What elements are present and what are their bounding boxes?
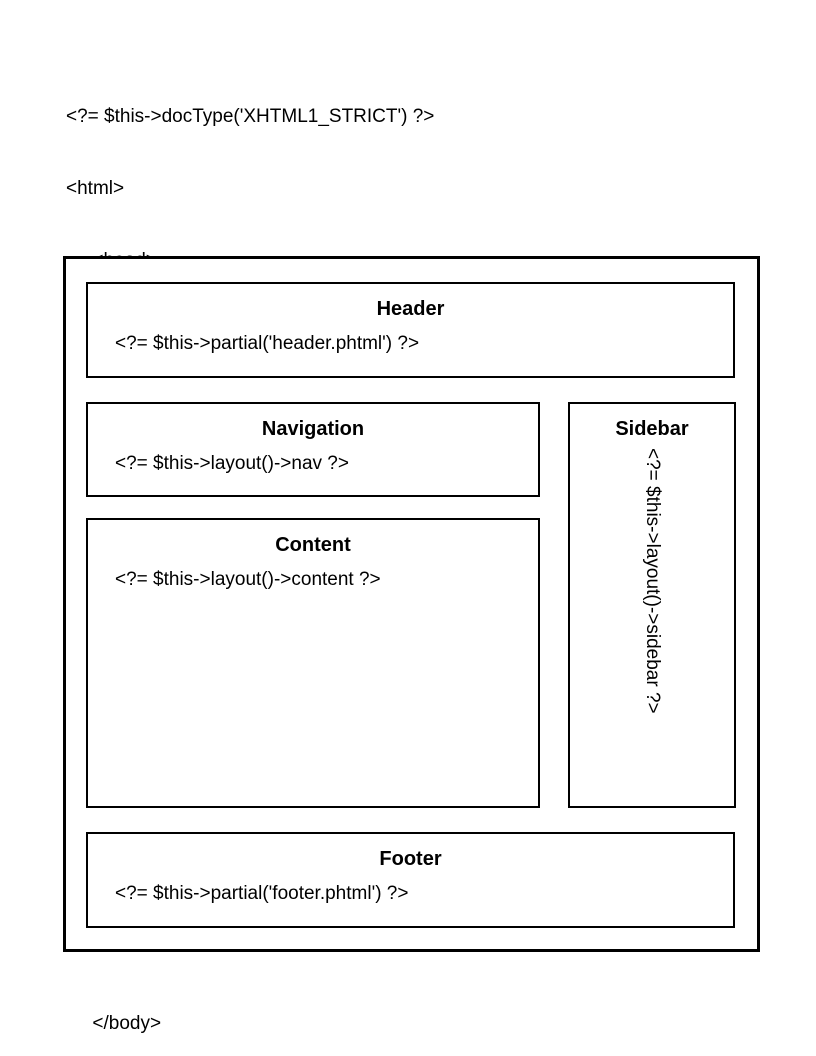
navigation-box-title: Navigation (261, 418, 365, 440)
sidebar-box-code: <?= $this->layout()->sidebar ?> (642, 448, 663, 714)
footer-box-code: <?= $this->partial('footer.phtml') ?> (115, 883, 409, 904)
body-layout-box: Header <?= $this->partial('header.phtml'… (63, 256, 760, 952)
footer-box-title: Footer (379, 848, 442, 870)
navigation-box-code: <?= $this->layout()->nav ?> (115, 453, 349, 474)
header-box: Header <?= $this->partial('header.phtml'… (86, 282, 735, 378)
sidebar-box-title: Sidebar (615, 418, 689, 440)
content-box-code: <?= $this->layout()->content ?> (115, 569, 381, 590)
navigation-box: Navigation <?= $this->layout()->nav ?> (86, 402, 540, 497)
bottom-code-block: </body> </html> (66, 961, 161, 1056)
content-box-title: Content (275, 534, 351, 556)
sidebar-box: Sidebar <?= $this->layout()->sidebar ?> (568, 402, 736, 808)
header-box-title: Header (376, 298, 445, 320)
code-line-body-close: </body> (66, 1013, 162, 1034)
footer-box: Footer <?= $this->partial('footer.phtml'… (86, 832, 735, 928)
code-line-doctype: <?= $this->docType('XHTML1_STRICT') ?> (66, 106, 435, 127)
content-box: Content <?= $this->layout()->content ?> (86, 518, 540, 808)
header-box-code: <?= $this->partial('header.phtml') ?> (115, 333, 420, 354)
code-line-html-open: <html> (66, 178, 125, 199)
